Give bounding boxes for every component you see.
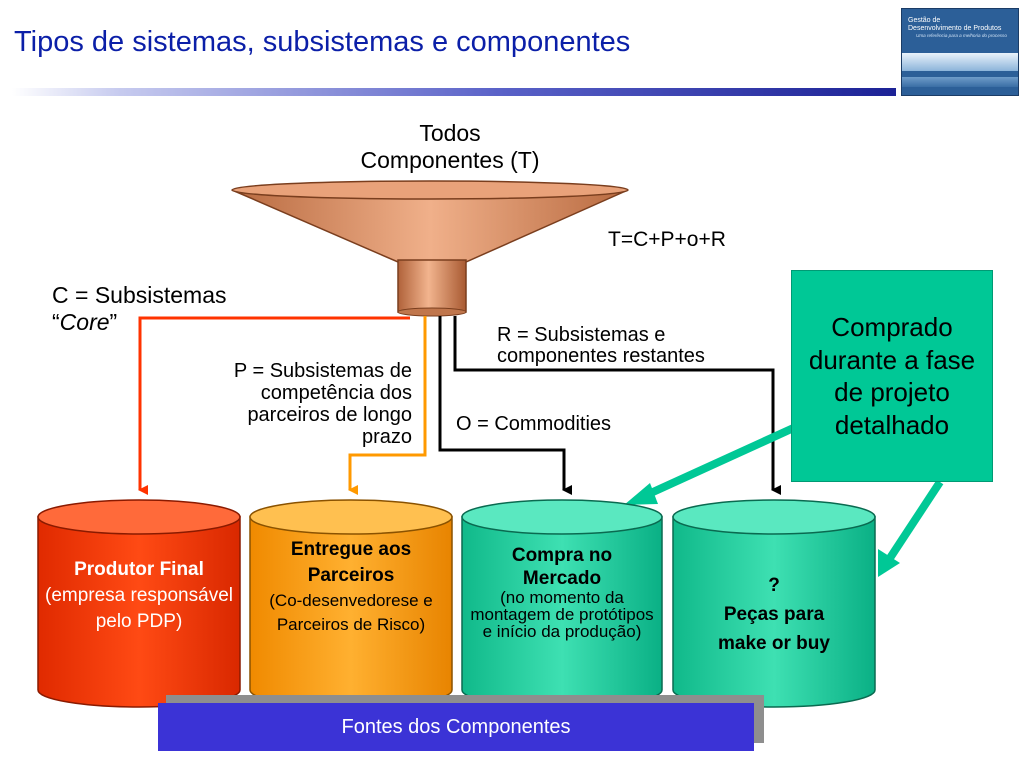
label-c-close-quote: ” [109,309,118,335]
label-c-line-1: C = Subsistemas [52,282,227,308]
logo: Gestão de Desenvolvimento de Produtos Um… [901,8,1019,96]
callout-text: Comprado durante a fase de projeto detal… [808,312,976,440]
label-p-line-2: competência dos [260,382,412,404]
label-p-line-1: P = Subsistemas de [233,360,412,382]
pecas-bold-2: Peças para [723,604,825,625]
cylinder-produtor-text: Produtor Final (empresa responsável pelo… [42,557,236,635]
logo-band-lower [902,77,1018,87]
cylinder-produtor-final [37,499,241,708]
label-c-core: Core [59,309,110,335]
connector-c [138,316,410,495]
funnel-label-line-2: Componentes (T) [360,147,540,173]
footer-banner: Fontes dos Componentes [158,703,754,751]
pecas-bold-3: make or buy [718,633,830,654]
entregue-bold-1: Entregue aos [290,539,412,560]
compra-bold-2: Mercado [522,568,602,589]
label-c: C = Subsistemas “Core” [52,282,227,336]
callout-arrow-1 [624,421,802,505]
logo-band [902,53,1018,71]
funnel-label: Todos Componentes (T) [330,120,570,174]
cylinder-pecas-text: ? Peças para make or buy [683,571,865,658]
label-p-line-4: prazo [361,426,412,448]
label-o: O = Commodities [456,413,612,435]
label-c-open-quote: “ [52,309,60,335]
logo-line-1: Gestão de [908,17,941,24]
callout-box: Comprado durante a fase de projeto detal… [791,270,993,482]
pecas-bold-1: ? [768,575,780,596]
label-c-line-2: “Core” [52,309,227,336]
cylinder-pecas-make-buy [672,499,876,708]
callout-arrow-2 [878,479,944,577]
compra-normal: (no momento da montagem de protótipos e … [470,588,654,641]
connector-p [348,316,427,495]
logo-tagline: Uma referência para a melhoria do proces… [916,33,1007,38]
title-underline [12,88,896,96]
label-p-line-3: parceiros de longo [247,404,412,426]
entregue-normal: (Co-desenvedorese e Parceiros de Risco) [269,591,433,634]
produtor-normal: (empresa responsável pelo PDP) [45,585,233,632]
funnel-label-line-1: Todos [419,120,481,146]
cylinder-entregue-text: Entregue aos Parceiros (Co-desenvedorese… [262,537,440,637]
logo-line-2: Desenvolvimento de Produtos [908,25,1002,32]
slide-title: Tipos de sistemas, subsistemas e compone… [14,26,631,58]
produtor-bold: Produtor Final [74,559,204,580]
formula-label: T=C+P+o+R [608,228,726,251]
compra-bold-1: Compra no [511,545,613,566]
connector-r [453,316,781,495]
label-p: P = Subsistemas de competência dos parce… [192,360,412,448]
funnel [231,180,629,317]
entregue-bold-2: Parceiros [307,565,395,586]
label-r-line-1: R = Subsistemas e [497,324,666,346]
label-r-line-2: componentes restantes [497,345,705,367]
cylinder-compra-text: Compra no Mercado (no momento da montage… [470,543,654,640]
connector-o [438,316,572,495]
label-r: R = Subsistemas e componentes restantes [497,325,705,367]
